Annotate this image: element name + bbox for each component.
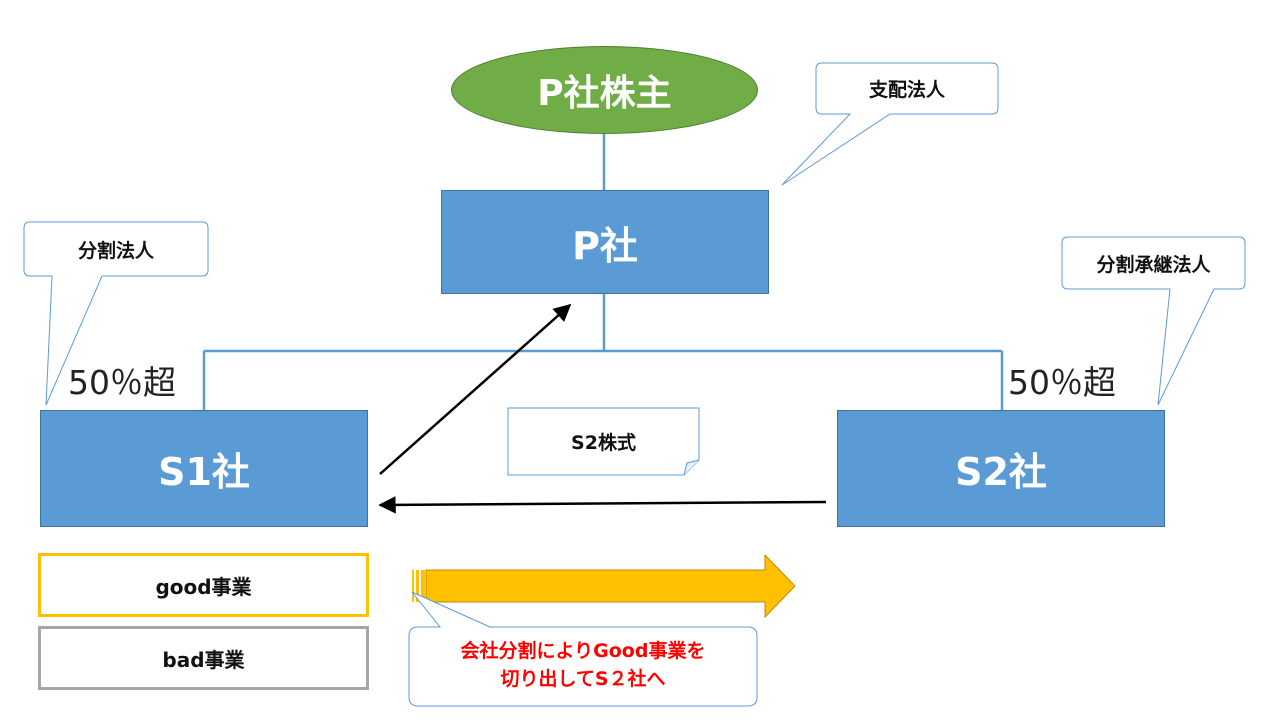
good-business-box: good事業 [38, 553, 369, 617]
s2-company-label: S2社 [955, 450, 1047, 494]
arrow-s2-to-s1 [378, 496, 827, 514]
transfer-arrow [425, 553, 796, 619]
transfer-arrow-stripe-2 [416, 570, 419, 602]
transfer-arrow-stripe-1 [412, 570, 414, 602]
callout-splitting-text: 分割法人 [77, 239, 154, 262]
s1-share-percentage: 50％超 [68, 363, 176, 402]
s2-share-percentage: 50％超 [1008, 363, 1116, 402]
explanation-line-1: 会社分割によりGood事業を [460, 640, 706, 662]
s2-company-box: S2社 [837, 410, 1165, 527]
s1-company-box: S1社 [40, 410, 368, 527]
bad-business-label: bad事業 [162, 647, 245, 672]
transfer-arrow-stripe-3 [421, 570, 425, 602]
callout-successor-shape [1061, 236, 1246, 406]
callout-splitting-shape [23, 221, 209, 406]
explanation-text: 会社分割によりGood事業を 切り出してS２社へ [409, 637, 757, 693]
parent-company-box: P社 [441, 190, 769, 294]
parent-company-label: P社 [572, 223, 638, 268]
callout-controlling-shape [781, 62, 999, 186]
callout-controlling-text: 支配法人 [868, 79, 945, 101]
explanation-line-2: 切り出してS２社へ [500, 668, 666, 690]
good-business-label: good事業 [155, 574, 252, 599]
s1-company-label: S1社 [158, 450, 250, 494]
shareholders-oval: P社株主 [451, 46, 758, 134]
callout-successor-text: 分割承継法人 [1096, 253, 1211, 276]
explanation-callout-shape [408, 591, 758, 707]
arrow-s1-to-parent [379, 303, 572, 475]
bad-business-box: bad事業 [38, 626, 369, 690]
shareholders-label: P社株主 [537, 73, 672, 114]
s2-shares-note-label: S2株式 [571, 432, 636, 454]
s2-shares-note-fold [683, 459, 700, 476]
